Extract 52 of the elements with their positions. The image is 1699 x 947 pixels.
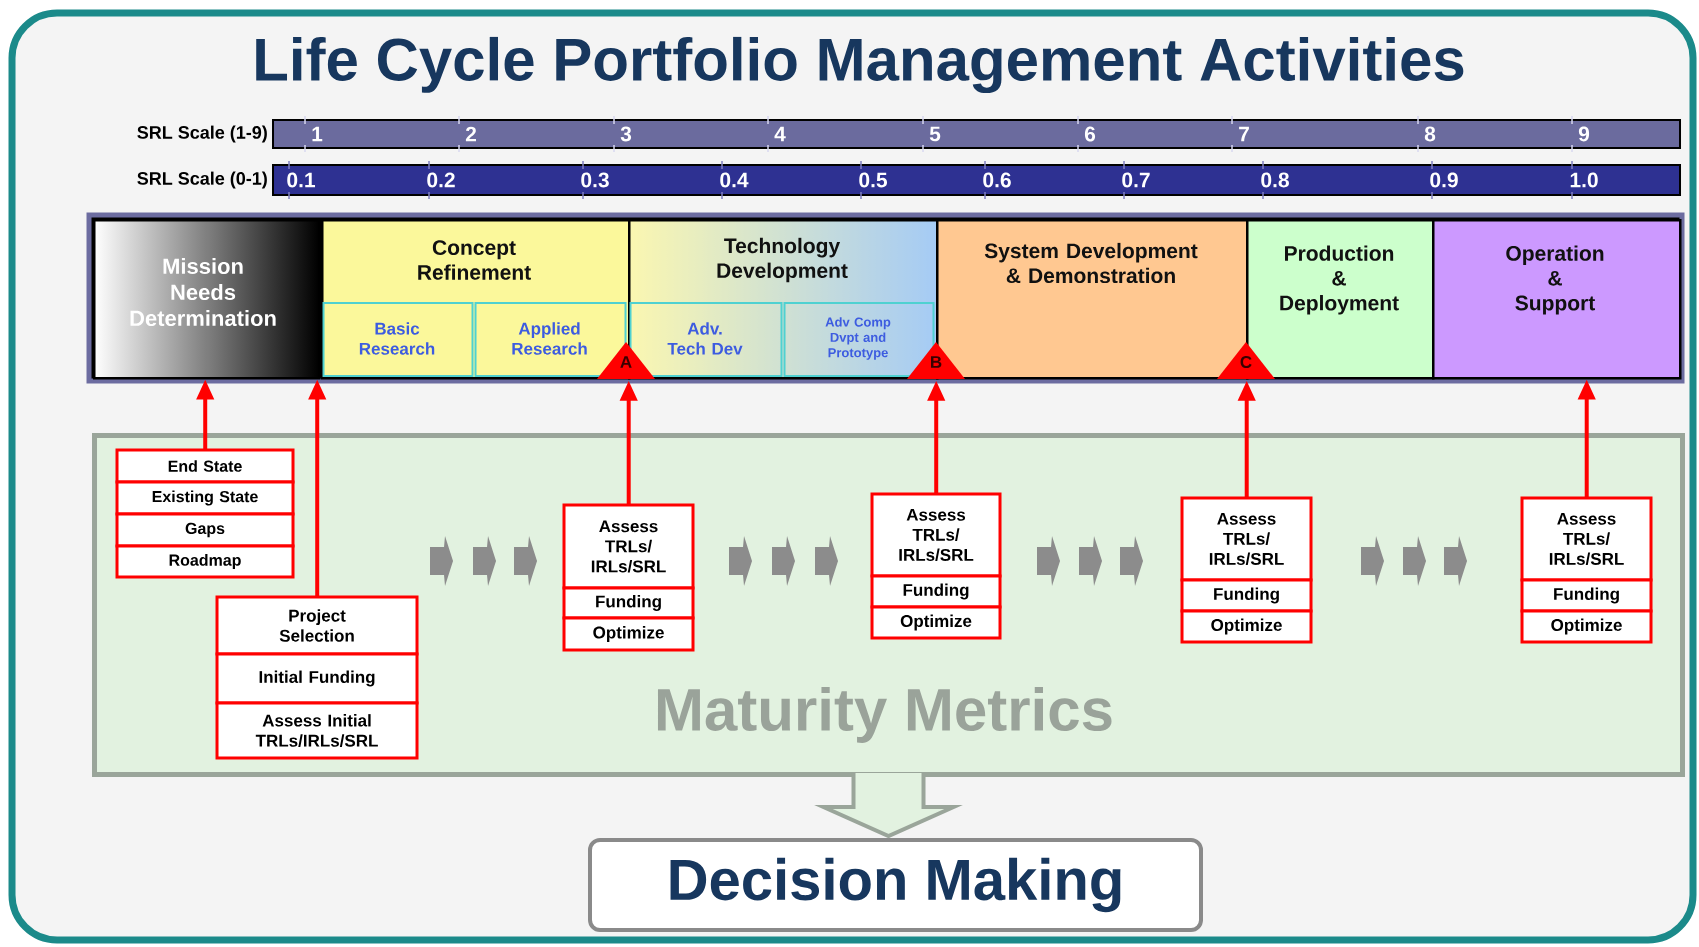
scale-number: 8 (1424, 126, 1436, 142)
scale-number: 1 (312, 126, 323, 142)
phase-label: Operation & Support (1506, 245, 1604, 315)
scale-name: SRL Scale (1-9) (137, 125, 267, 143)
scale-number: 3 (620, 126, 632, 142)
task-cell: Funding (1180, 578, 1313, 613)
scale-number: 2 (465, 126, 476, 142)
task-cell: Roadmap (115, 544, 295, 579)
task-cell: Existing State (115, 480, 295, 516)
task-cell: Optimize (562, 616, 695, 652)
milestone-triangle: C (1217, 342, 1275, 379)
phase-label: System Development & Demonstration (984, 242, 1198, 284)
task-cell: Initial Funding (215, 652, 419, 705)
scale-number: 0.5 (859, 172, 887, 188)
phase-label: Technology Development (717, 237, 848, 283)
scale-name: SRL Scale (0-1) (137, 171, 267, 189)
sub-phase-label: Applied Research (512, 322, 587, 355)
task-cell: Assess Initial TRLs/IRLs/SRL (215, 701, 419, 760)
scale-number: 4 (774, 126, 786, 142)
scale-number: 1.0 (1570, 172, 1598, 188)
panel-title: Maturity Metrics (657, 687, 1112, 743)
scale-number: 0.3 (581, 172, 609, 188)
task-cell: Gaps (115, 512, 295, 548)
scale-number: 0.1 (287, 172, 315, 188)
scale-number: 0.2 (427, 172, 455, 188)
task-cell: Optimize (870, 605, 1002, 640)
scale-number: 0.8 (1261, 172, 1289, 188)
task-cell: Project Selection (215, 595, 419, 656)
task-cell: Funding (1520, 578, 1653, 613)
task-cell: Funding (562, 586, 695, 620)
task-cell: Optimize (1180, 609, 1313, 644)
sub-phase-label: Adv. Tech Dev (667, 322, 743, 355)
milestone-triangle: B (907, 342, 965, 379)
scale-number: 0.7 (1122, 172, 1150, 188)
sub-phase-label: Basic Research (359, 322, 435, 355)
milestone-triangle: A (597, 342, 655, 379)
scale-number: 9 (1578, 126, 1590, 142)
decision-box: Decision Making (588, 838, 1203, 932)
block-arrow (814, 771, 963, 839)
phase-label: Concept Refinement (418, 240, 531, 280)
title: Life Cycle Portfolio Management Activities (256, 36, 1464, 94)
task-cell: Funding (870, 574, 1002, 609)
phase-label: Production & Deployment (1280, 245, 1399, 315)
scale-number: 5 (929, 126, 941, 142)
scale-number: 0.9 (1430, 172, 1458, 188)
task-cell: End State (115, 448, 295, 484)
scale-number: 0.4 (720, 172, 749, 188)
scale-number: 0.6 (983, 172, 1011, 188)
scale-number: 7 (1239, 126, 1249, 142)
scale-number: 6 (1084, 126, 1096, 142)
task-cell: Optimize (1520, 609, 1653, 644)
sub-phase-label: Adv Comp Dvpt and Prototype (825, 317, 891, 360)
